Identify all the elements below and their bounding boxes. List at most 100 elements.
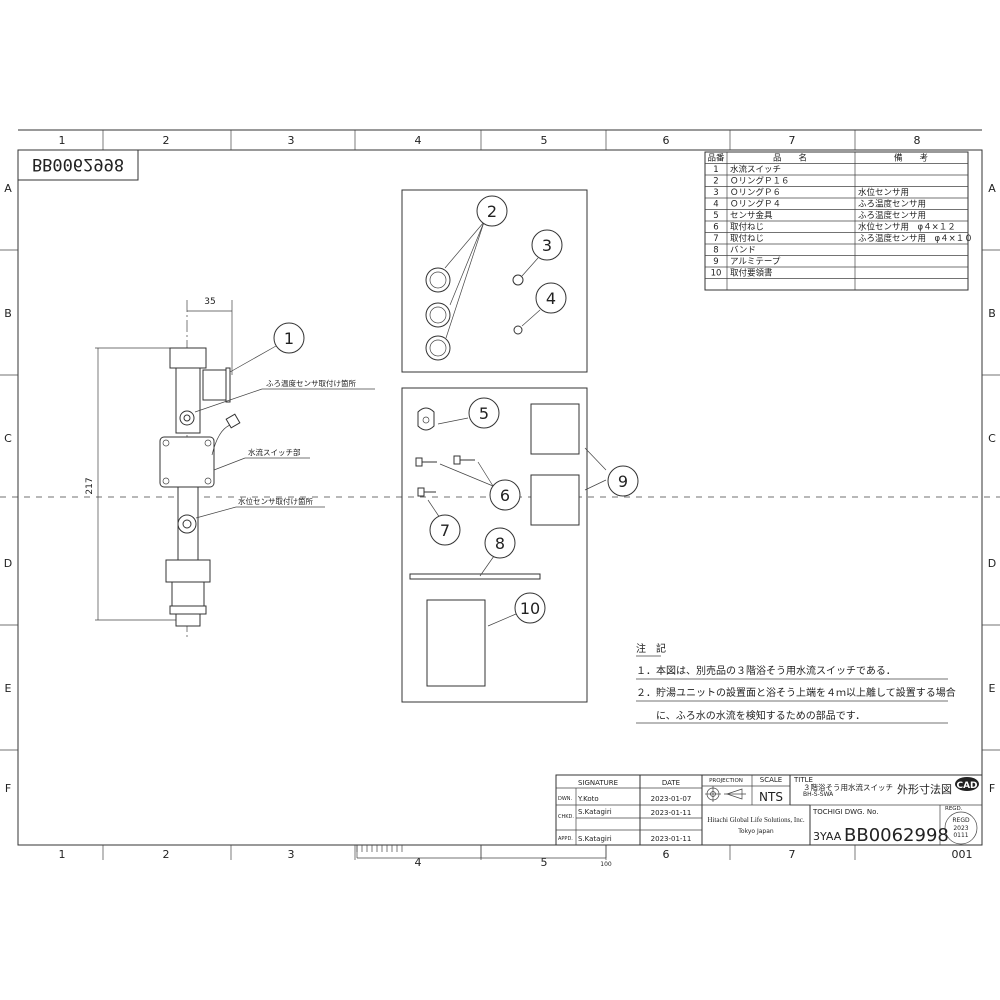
cad-badge-text: CAD — [956, 781, 977, 791]
table-cell-remarks: 水位センサ用 — [858, 187, 909, 198]
balloon-number: 1 — [284, 329, 294, 348]
col-label: 8 — [914, 134, 921, 147]
regd-date: 0111 — [953, 832, 968, 839]
table-cell-no: 7 — [713, 234, 718, 244]
table-cell-name: ＯリングＰ１６ — [730, 176, 790, 187]
col-label: 4 — [415, 856, 422, 869]
row-label: A — [4, 182, 12, 195]
table-cell-no: 8 — [713, 246, 718, 256]
balloon-number: 3 — [542, 236, 552, 255]
col-label: 7 — [789, 848, 796, 861]
balloon-8 — [484, 527, 516, 559]
balloon-2 — [476, 195, 508, 227]
col-label: 1 — [59, 848, 66, 861]
balloon-7 — [429, 514, 461, 546]
row-label: E — [5, 682, 12, 695]
row-label: C — [4, 432, 12, 445]
table-header-name: 品 名 — [773, 153, 807, 164]
table-cell-name: 取付ねじ — [730, 233, 764, 244]
column-labels-top: 1 2 3 4 5 6 7 8 — [59, 134, 921, 147]
drawing-border — [17, 149, 983, 846]
table-cell-no: 4 — [713, 200, 718, 210]
col-label: 4 — [415, 134, 422, 147]
col-label: 3 — [288, 848, 295, 861]
row-label: B — [4, 307, 12, 320]
drawing-title-main: 外形寸法図 — [897, 782, 952, 796]
height-dimension: 217 — [85, 477, 95, 494]
regd-stamp-text: REGD — [952, 817, 970, 824]
table-cell-no: 6 — [713, 223, 718, 233]
level-sensor-location-label: 水位センサ取付け箇所 — [238, 496, 313, 506]
title-header: TITLE — [793, 776, 813, 784]
table-cell-name: アルミテープ — [730, 257, 781, 267]
table-cell-name: 取付ねじ — [730, 222, 764, 233]
appd-label: APPD. — [558, 836, 573, 842]
row-label: F — [989, 782, 995, 795]
table-cell-remarks: ふろ温度センサ用 φ４×１０ — [858, 233, 973, 244]
table-cell-no: 2 — [713, 177, 718, 187]
col-label: 2 — [163, 134, 170, 147]
mirrored-number-box — [17, 149, 139, 181]
table-cell-no: 10 — [711, 269, 722, 279]
mirrored-drawing-number: BB0062998 — [32, 154, 124, 174]
side-view-drawing: 35 217 1 ふろ温度センサ取付け箇所 水流スイッチ部 水位センサ取付け箇所 — [85, 297, 375, 640]
balloon-number: 5 — [479, 404, 489, 423]
sheet-number: 001 — [952, 848, 973, 861]
table-cell-name: 取付要領書 — [730, 268, 773, 279]
chkd-date: 2023-01-11 — [651, 809, 692, 817]
table-cell-remarks: 水位センサ用 φ４×１２ — [858, 222, 956, 233]
dwg-prefix: 3YAA — [813, 830, 842, 843]
table-cell-no: 9 — [713, 257, 718, 267]
dwn-name: Y.Koto — [577, 795, 599, 803]
col-label: 1 — [59, 134, 66, 147]
accessory-parts-box — [401, 387, 607, 703]
row-label: E — [989, 682, 996, 695]
cad-badge — [955, 777, 979, 791]
balloon-5 — [468, 397, 500, 429]
model-number: BH-S-SWA — [803, 791, 834, 798]
temp-sensor-location-label: ふろ温度センサ取付け箇所 — [266, 378, 356, 388]
table-cell-remarks: ふろ温度センサ用 — [858, 199, 926, 210]
table-cell-name: ＯリングＰ４ — [730, 199, 781, 210]
table-cell-name: バンド — [730, 246, 756, 256]
scale-header: SCALE — [760, 776, 782, 784]
appd-date: 2023-01-11 — [651, 835, 692, 843]
balloon-9 — [607, 465, 639, 497]
notes: 注 記 １．本図は、別売品の３階浴そう用水流スイッチである． ２．貯湯ユニットの… — [636, 642, 956, 724]
row-label: B — [988, 307, 996, 320]
table-cell-name: 水流スイッチ — [730, 164, 781, 175]
row-label: F — [5, 782, 11, 795]
col-label: 3 — [288, 134, 295, 147]
chkd-name: S.Katagiri — [578, 808, 612, 816]
table-cell-no: 1 — [713, 165, 718, 175]
note-item: に、ふろ水の水流を検知するための部品です． — [636, 709, 865, 722]
table-cell-no: 3 — [713, 188, 718, 198]
col-label: 7 — [789, 134, 796, 147]
dwn-date: 2023-01-07 — [651, 795, 692, 803]
balloon-number: 2 — [487, 202, 497, 221]
switch-part-label: 水流スイッチ部 — [248, 447, 301, 457]
balloon-6 — [489, 479, 521, 511]
table-header-remarks: 備 考 — [894, 153, 928, 164]
water-flow-switch-body — [159, 436, 215, 488]
projection-symbol-icon — [705, 786, 746, 802]
company-location: Tokyo Japan — [737, 828, 774, 835]
balloon-number: 9 — [618, 472, 628, 491]
row-label: D — [988, 557, 996, 570]
regd-stamp — [944, 811, 978, 845]
table-cell-name: センサ金具 — [730, 210, 773, 221]
column-labels-bottom: 1 2 3 4 5 6 7 — [59, 848, 796, 869]
balloon-3 — [531, 229, 563, 261]
regd-label: REGD. — [945, 806, 963, 812]
date-header: DATE — [662, 779, 680, 787]
balloon-10 — [514, 592, 546, 624]
balloon-number: 6 — [500, 486, 510, 505]
note-item: １．本図は、別売品の３階浴そう用水流スイッチである． — [636, 664, 896, 677]
scale-bar: 100 — [356, 845, 612, 868]
col-label: 2 — [163, 848, 170, 861]
dwn-label: DWN. — [558, 796, 573, 802]
balloon-number: 10 — [520, 599, 540, 618]
row-label: D — [4, 557, 12, 570]
